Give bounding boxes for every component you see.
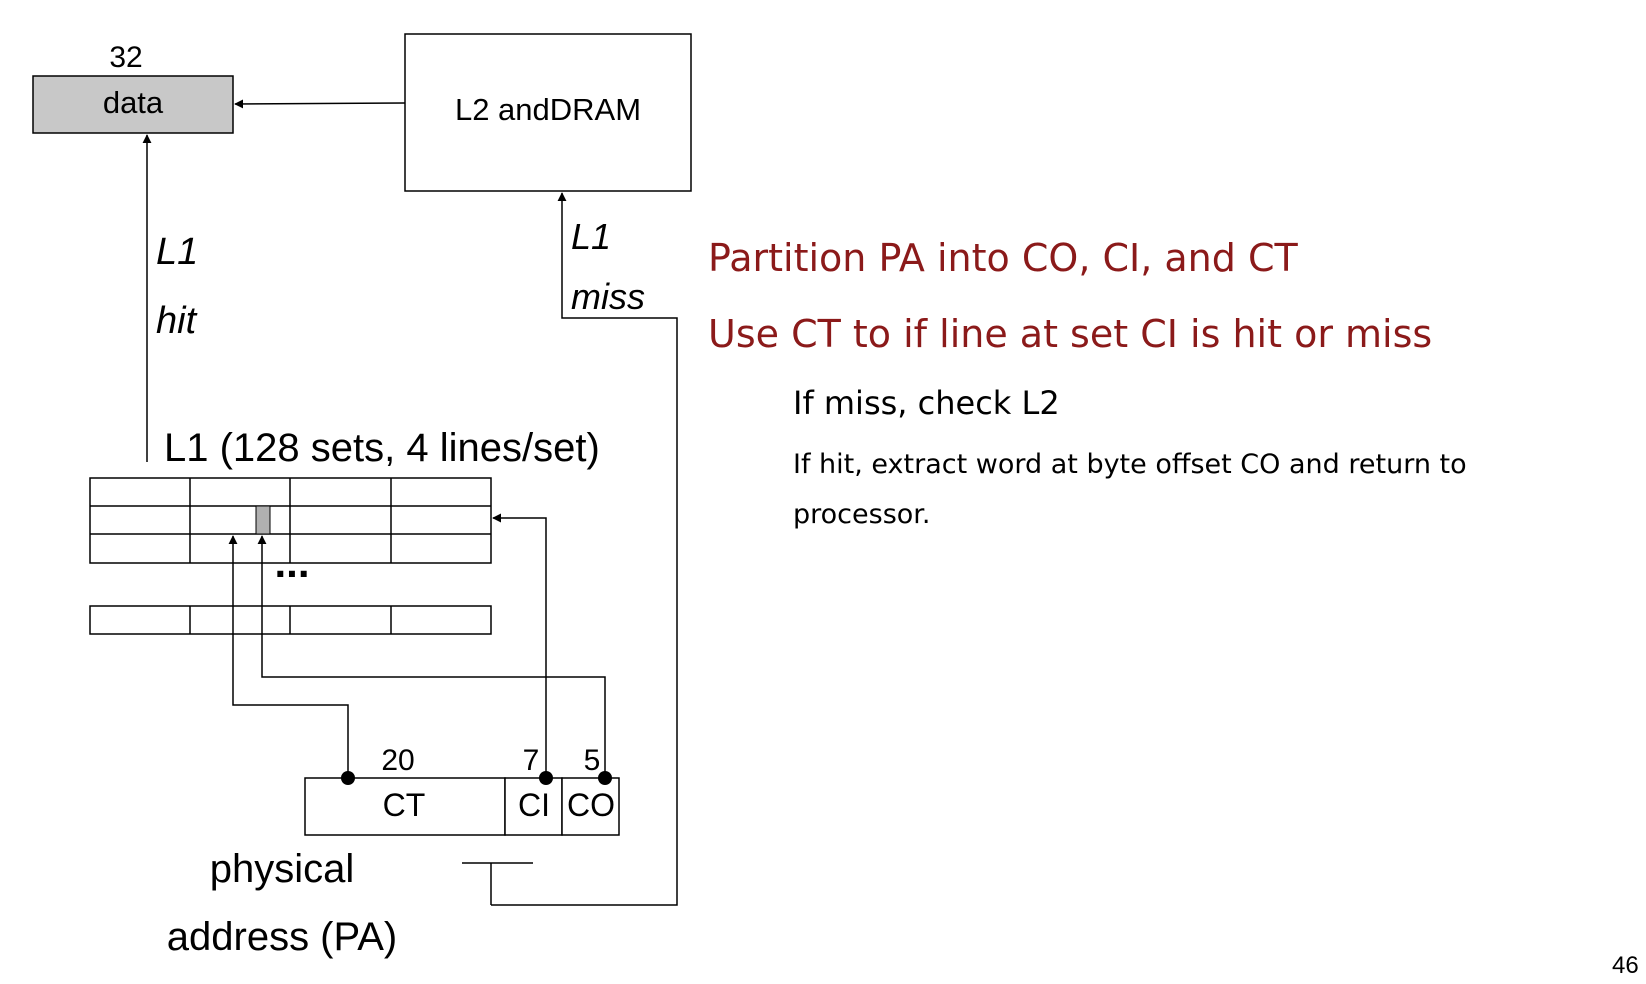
ci-tap-dot	[539, 771, 553, 785]
co-bits-label: 5	[584, 744, 601, 777]
bullet-if-hit: If hit, extract word at byte offset CO a…	[793, 449, 1467, 530]
cache-diagram: 32 data L2 andDRAM L1 hit L1 miss L1 (12…	[32, 33, 692, 959]
ct-tap-dot	[341, 771, 355, 785]
l1-miss-label-1: L1	[571, 216, 611, 257]
bullet-use-ct: Use CT to if line at set CI is hit or mi…	[708, 312, 1433, 356]
bullet-partition-pa: Partition PA into CO, CI, and CT	[708, 236, 1298, 280]
page-number: 46	[1612, 952, 1639, 979]
l1-miss-label-2: miss	[571, 276, 645, 317]
l2-dram-label: L2 andDRAM	[455, 92, 641, 127]
bullet-if-miss: If miss, check L2	[793, 384, 1060, 422]
co-field-label: CO	[567, 787, 615, 823]
ci-arrow	[492, 513, 547, 778]
ci-field-label: CI	[518, 787, 550, 823]
l1-miss-path	[491, 192, 678, 906]
co-arrow	[257, 535, 606, 778]
ci-bits-label: 7	[523, 744, 540, 777]
l1-hit-label-2: hit	[156, 300, 198, 342]
physical-address-fields	[304, 777, 620, 836]
l1-hit-label-1: L1	[156, 231, 198, 273]
pa-label-1: physical	[210, 847, 355, 891]
data-width-label: 32	[109, 41, 142, 74]
pa-label-2: address (PA)	[167, 915, 397, 959]
sets-ellipsis: ...	[274, 539, 309, 586]
l2-dram-box	[404, 33, 692, 192]
ct-field-label: CT	[383, 787, 426, 823]
ct-arrow	[228, 535, 349, 778]
l2-to-data-arrow	[234, 99, 406, 109]
l1-cache-sets	[89, 477, 492, 564]
data-label: data	[103, 85, 164, 120]
selected-word-cell	[255, 505, 271, 535]
l1-cache-last-set	[89, 605, 492, 635]
data-box	[32, 75, 234, 134]
ct-bits-label: 20	[381, 744, 414, 777]
co-tap-dot	[598, 771, 612, 785]
l1-cache-label: L1 (128 sets, 4 lines/set)	[164, 426, 600, 470]
